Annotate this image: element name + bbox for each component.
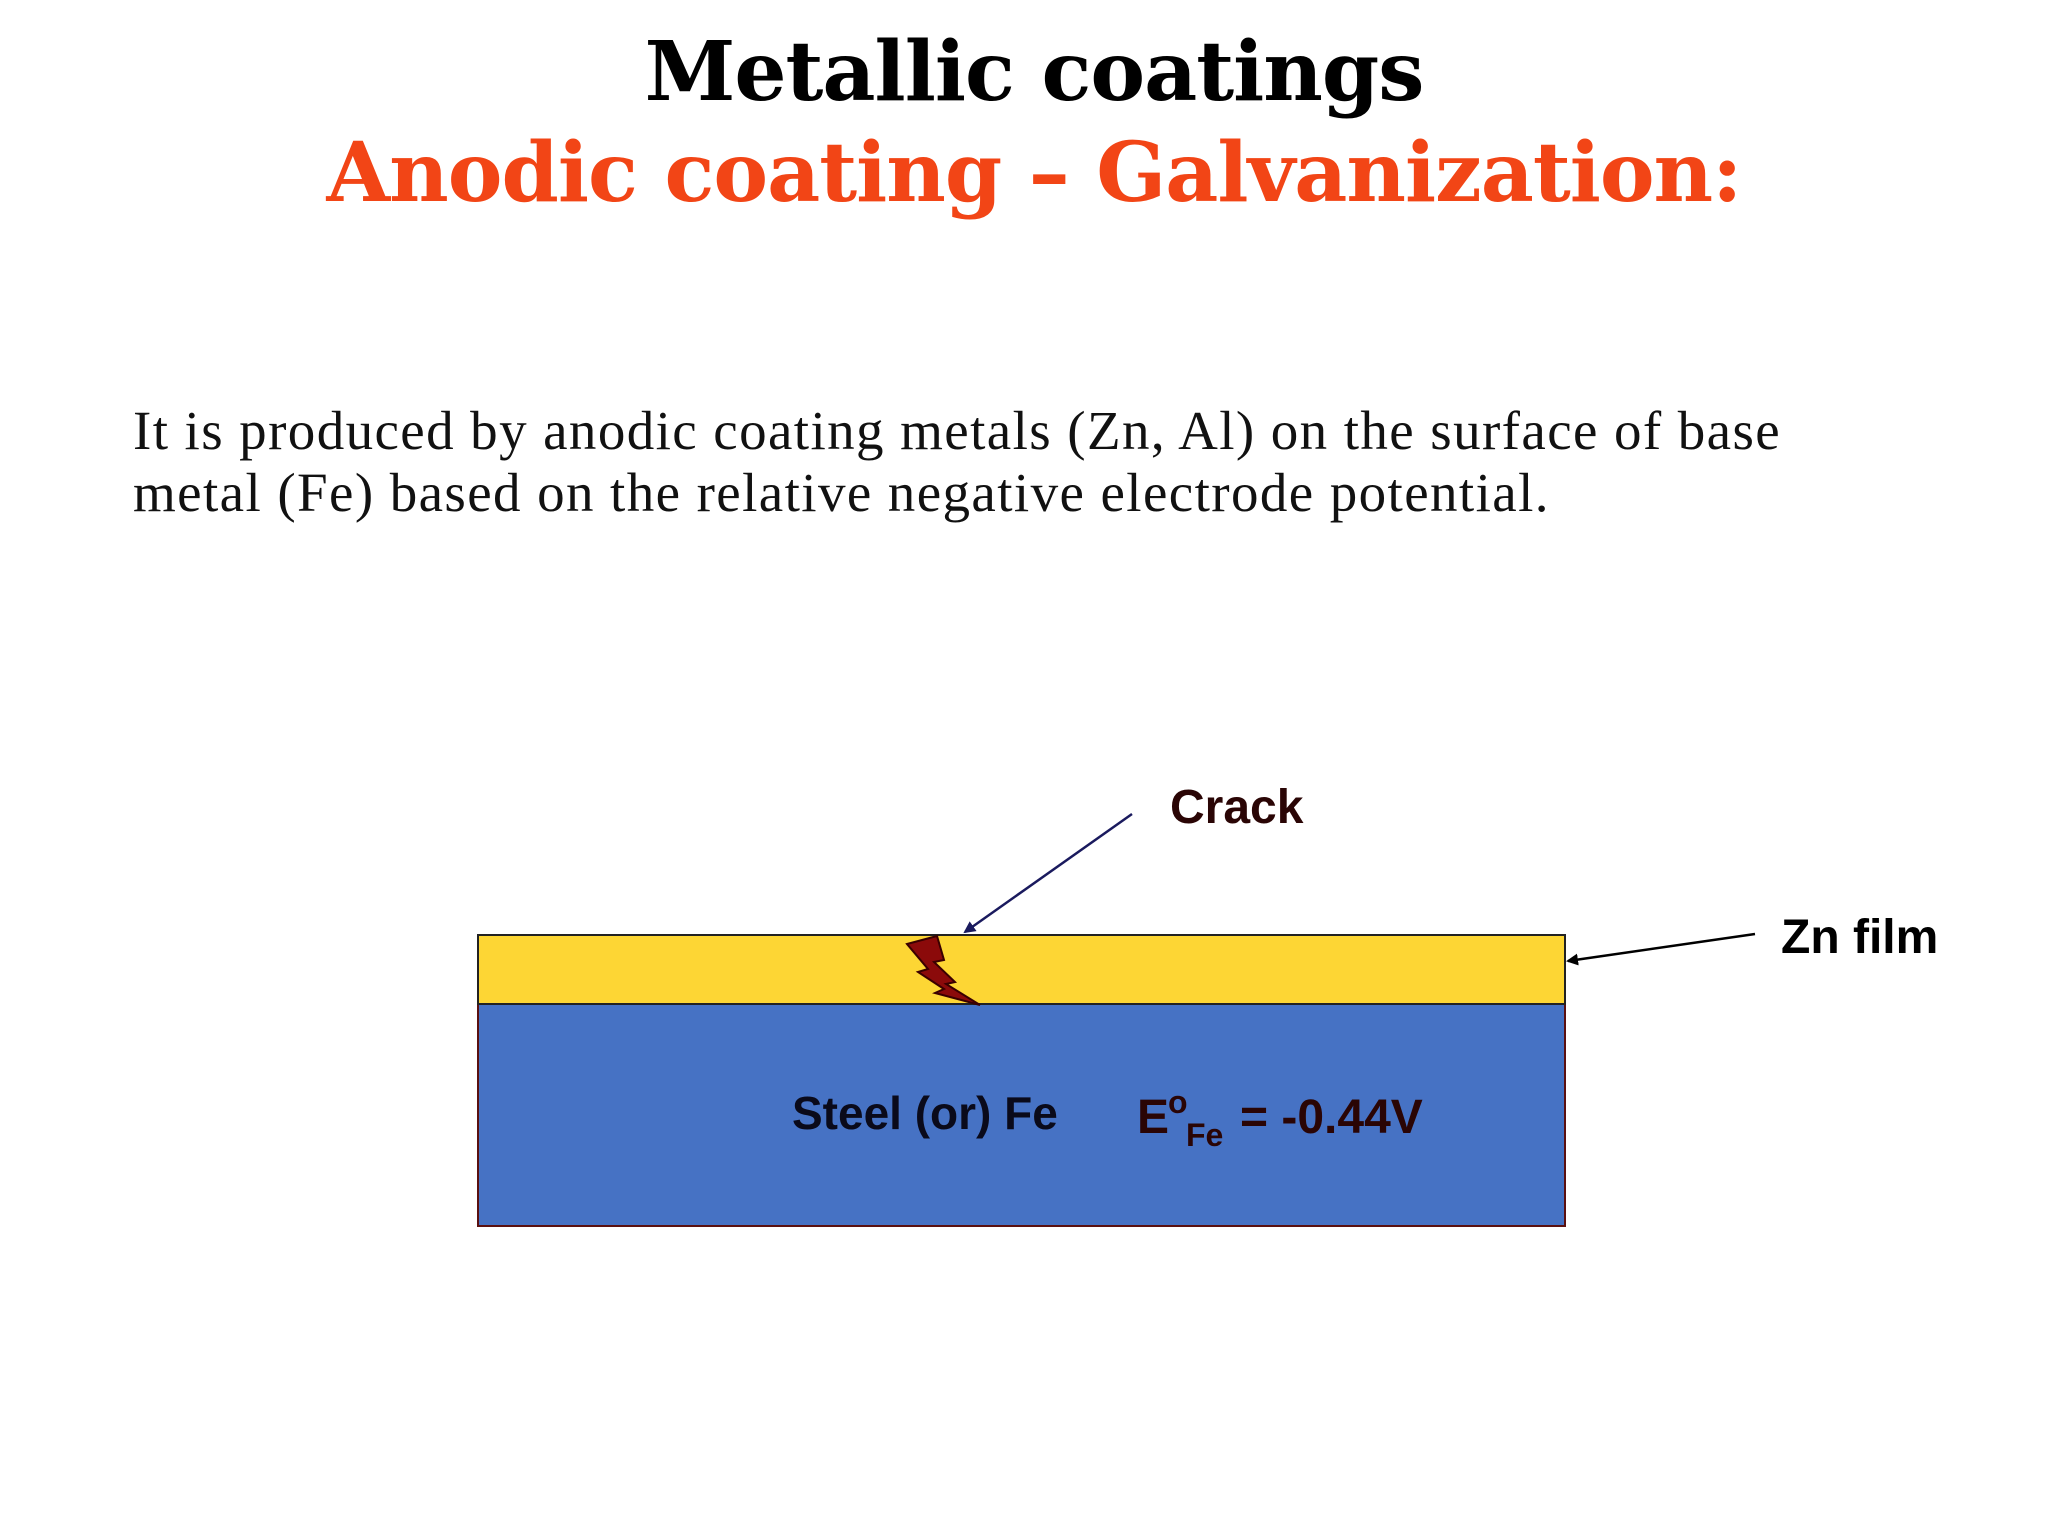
steel-base: [477, 1003, 1566, 1227]
crack-label: Crack: [1170, 781, 1304, 834]
steel-label: Steel (or) Fe: [792, 1087, 1058, 1139]
zn-film-layer: [477, 934, 1566, 1005]
body-paragraph: It is produced by anodic coating metals …: [133, 400, 2013, 524]
potential-superscript: o: [1168, 1084, 1188, 1120]
potential-subscript: Fe: [1186, 1117, 1223, 1153]
potential-symbol: E: [1137, 1091, 1169, 1144]
crack-arrow: [963, 812, 1133, 934]
zn-film-arrow: [1566, 932, 1756, 966]
zn-film-label: Zn film: [1781, 911, 1938, 964]
page-title: Metallic coatings: [644, 24, 1425, 120]
body-line-2: metal (Fe) based on the relative negativ…: [133, 462, 1550, 523]
body-line-1: It is produced by anodic coating metals …: [133, 400, 1782, 461]
potential-value: = -0.44V: [1240, 1091, 1423, 1144]
electrode-potential: E o Fe = -0.44V: [1137, 1084, 1423, 1153]
page-subtitle: Anodic coating – Galvanization:: [326, 125, 1743, 221]
crack-icon: [905, 934, 981, 1006]
